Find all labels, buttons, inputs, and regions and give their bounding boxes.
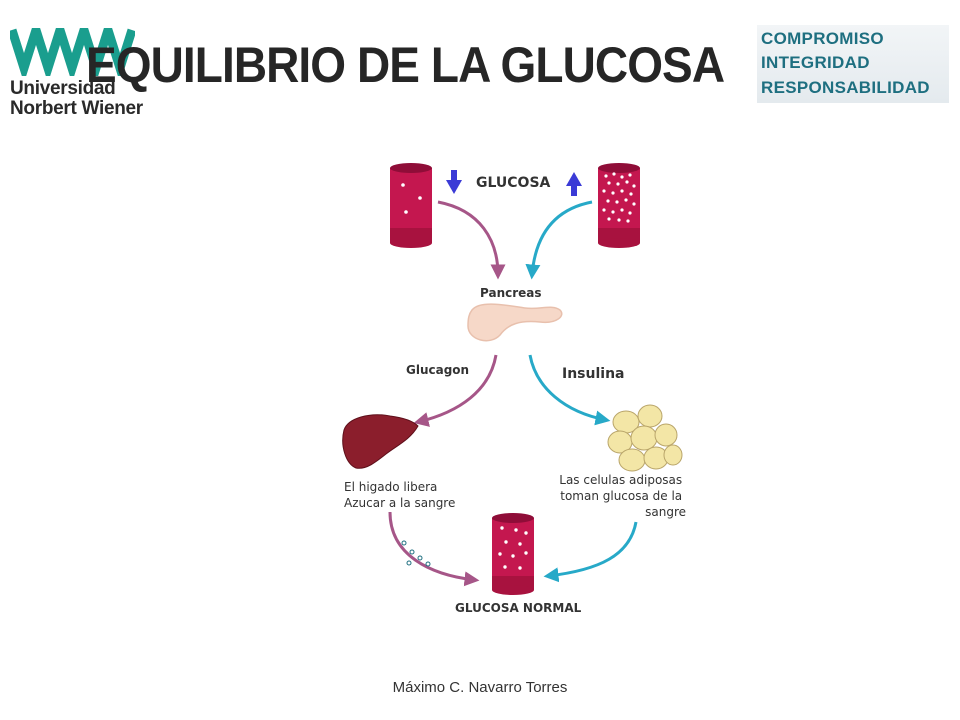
author-footer: Máximo C. Navarro Torres [392,679,568,696]
arrow-fat-to-normal [543,521,638,583]
liver-caption-line2: Azucar a la sangre [344,496,455,510]
fat-cells-illustration [607,404,683,472]
arrow-pancreas-to-liver [413,354,498,427]
arrow-liver-to-normal [388,511,480,587]
normal-glucose-vessel [492,513,534,595]
university-logo-mark [10,28,135,76]
glucose-label: GLUCOSA [476,175,551,191]
pancreas-illustration [467,303,563,342]
fat-caption-line2: toman glucosa de la [560,489,682,503]
arrow-pancreas-to-fat [528,354,611,426]
high-glucose-vessel [598,163,640,248]
low-glucose-vessel [390,163,432,248]
value-compromiso: COMPROMISO [761,29,884,48]
logo-text-line2: Norbert Wiener [10,98,143,119]
fat-caption-line1: Las celulas adiposas [559,473,682,487]
arrow-down-icon [446,170,462,194]
fat-caption-line3: sangre [645,505,686,519]
logo-text-line1: Universidad [10,78,116,99]
pancreas-label: Pancreas [480,286,542,300]
arrow-high-to-pancreas [525,200,593,280]
slide-title: EQUILIBRIO DE LA GLUCOSA [86,37,725,93]
fat-caption: Las celulas adiposas toman glucosa de la… [559,473,686,519]
insulin-label: Insulina [562,366,625,382]
value-integridad: INTEGRIDAD [761,53,870,72]
university-logo: Universidad Norbert Wiener [10,28,160,119]
liver-caption-line1: El higado libera [344,480,437,494]
liver-caption: El higado libera Azucar a la sangre [344,480,455,510]
normal-glucose-label: GLUCOSA NORMAL [455,601,582,615]
glucagon-label: Glucagon [406,363,469,377]
sugar-dots [401,540,431,567]
values-logo: COMPROMISO INTEGRIDAD RESPONSABILIDAD [757,25,949,103]
arrow-up-icon [566,172,582,196]
value-responsabilidad: RESPONSABILIDAD [761,78,930,97]
arrow-low-to-pancreas [437,200,506,280]
liver-illustration [342,414,419,469]
glucose-balance-diagram: GLUCOSA Pancreas Glucagon Insulina El hi… [342,163,686,615]
